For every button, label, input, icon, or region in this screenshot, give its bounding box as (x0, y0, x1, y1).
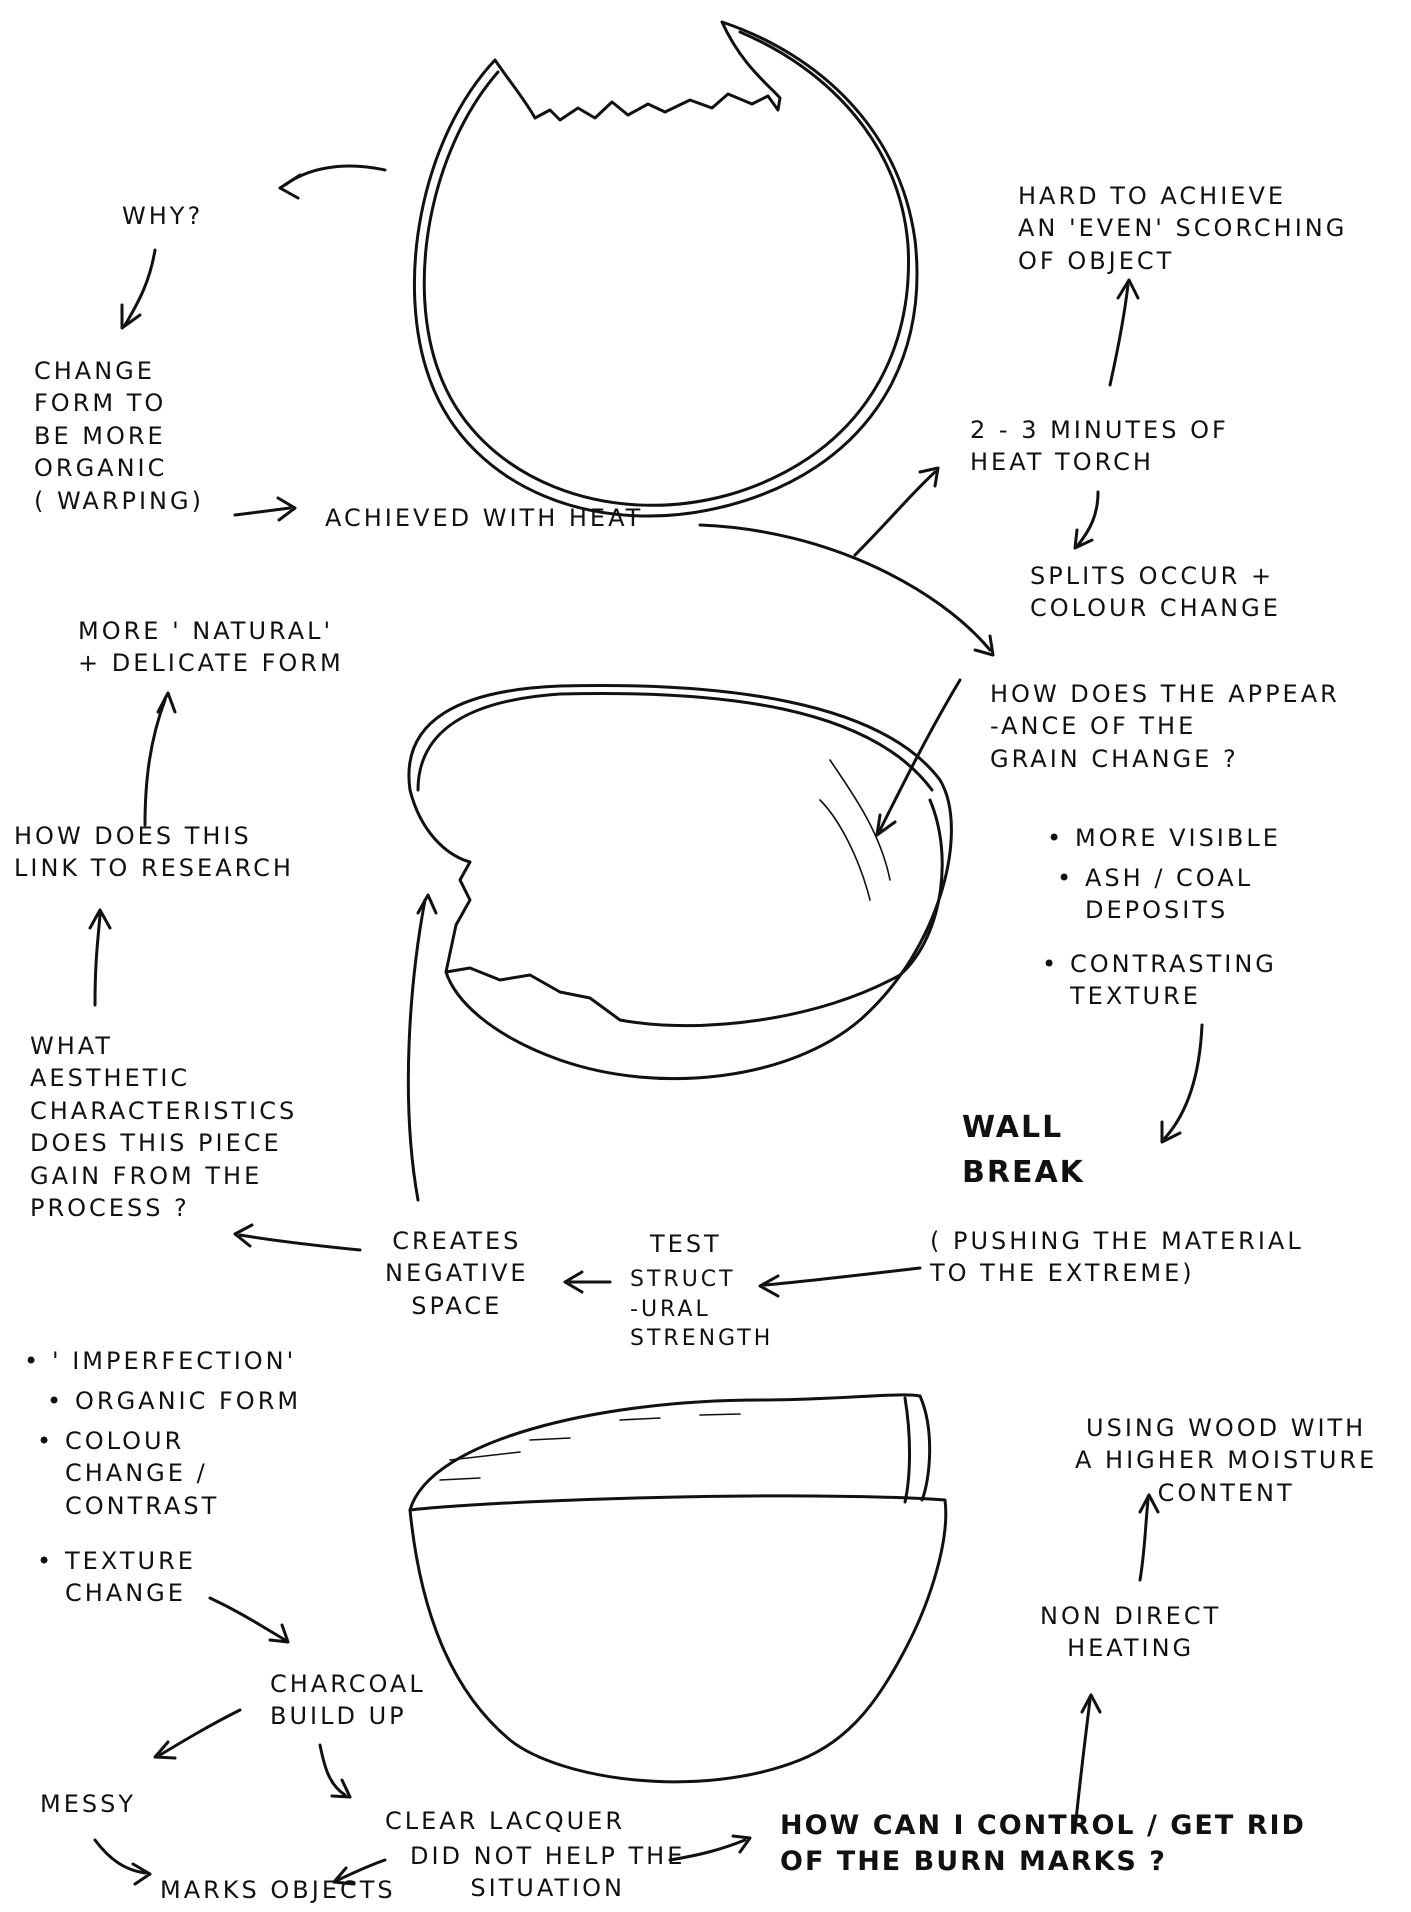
note-pushing-material: ( PUSHING THE MATERIAL TO THE EXTREME) (930, 1225, 1304, 1290)
note-test: TEST (650, 1228, 722, 1260)
note-aesthetic-characteristics: WHAT AESTHETIC CHARACTERISTICS DOES THIS… (30, 1030, 297, 1224)
note-grain-change: HOW DOES THE APPEAR -ANCE OF THE GRAIN C… (990, 678, 1340, 775)
note-why: WHY? (122, 200, 203, 232)
top-bowl-drawing (414, 22, 917, 516)
note-change-form: CHANGE FORM TO BE MORE ORGANIC ( WARPING… (34, 355, 204, 517)
note-non-direct-heating: NON DIRECT HEATING (1040, 1600, 1221, 1665)
note-minutes-heat-torch: 2 - 3 MINUTES OF HEAT TORCH (970, 414, 1229, 479)
note-more-visible: MORE VISIBLE (1075, 822, 1281, 854)
note-did-not-help: DID NOT HELP THE SITUATION (410, 1840, 685, 1905)
note-achieved-with-heat: ACHIEVED WITH HEAT (325, 502, 643, 534)
note-colour-change: COLOUR CHANGE / CONTRAST (65, 1425, 219, 1522)
note-messy: MESSY (40, 1788, 136, 1820)
note-contrasting-texture: CONTRASTING TEXTURE (1070, 948, 1277, 1013)
middle-bowl-drawing (409, 685, 951, 1078)
note-hard-to-achieve: HARD TO ACHIEVE AN 'EVEN' SCORCHING OF O… (1018, 180, 1347, 277)
note-imperfection: ' IMPERFECTION' (52, 1345, 296, 1377)
note-structural-strength: STRUCT -URAL STRENGTH (630, 1265, 773, 1354)
note-ash-coal: ASH / COAL DEPOSITS (1085, 862, 1253, 927)
note-texture-change: TEXTURE CHANGE (65, 1545, 196, 1610)
note-more-natural: MORE ' NATURAL' + DELICATE FORM (78, 615, 344, 680)
note-control-burn-marks: HOW CAN I CONTROL / GET RID OF THE BURN … (780, 1808, 1306, 1881)
note-creates-negative-space: CREATES NEGATIVE SPACE (385, 1225, 529, 1322)
note-charcoal-build-up: CHARCOAL BUILD UP (270, 1668, 426, 1733)
note-marks-objects: MARKS OBJECTS (160, 1874, 396, 1906)
note-splits-occur: SPLITS OCCUR + COLOUR CHANGE (1030, 560, 1281, 625)
note-organic-form: ORGANIC FORM (75, 1385, 301, 1417)
note-wall-break: WALL BREAK (962, 1105, 1085, 1195)
note-using-wood: USING WOOD WITH A HIGHER MOISTURE CONTEN… (1075, 1412, 1377, 1509)
bottom-bowl-drawing (410, 1395, 946, 1782)
note-clear-lacquer: CLEAR LACQUER (385, 1805, 625, 1837)
note-link-to-research: HOW DOES THIS LINK TO RESEARCH (14, 820, 294, 885)
